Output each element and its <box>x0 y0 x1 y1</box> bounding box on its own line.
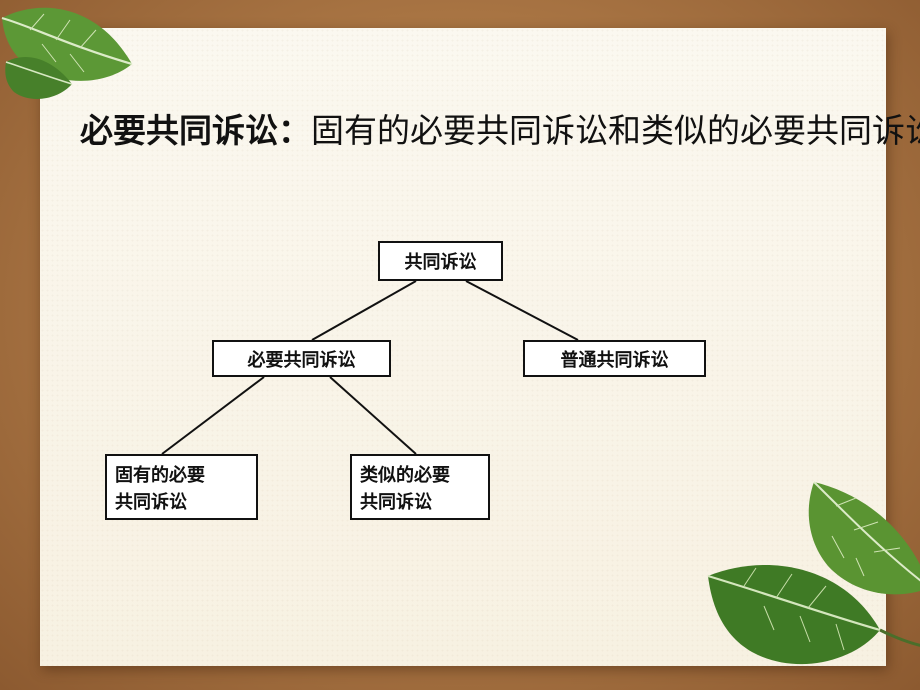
slide-paper <box>40 28 886 666</box>
headline-separator: ： <box>278 111 311 150</box>
connector-root-right <box>465 280 579 341</box>
headline-lead: 必要共同诉讼 <box>80 111 278 150</box>
leaf-top-left-icon <box>1 7 133 99</box>
connector-root-left <box>311 280 417 341</box>
leaf-bottom-right-icon <box>707 481 920 665</box>
headline-rest: 固有的必要共同诉讼和类似的必要共同诉讼 <box>311 111 920 150</box>
node-leaf-left: 固有的必要共同诉讼 <box>105 454 258 520</box>
slide-headline: 必要共同诉讼：固有的必要共同诉讼和类似的必要共同诉讼 <box>58 104 920 158</box>
node-root: 共同诉讼 <box>378 241 503 281</box>
node-leaf-right-label: 类似的必要共同诉讼 <box>360 465 450 513</box>
connector-mid-leafleft <box>161 376 265 455</box>
node-mid-left: 必要共同诉讼 <box>212 340 391 377</box>
connector-mid-leafright <box>329 376 417 455</box>
node-leaf-right: 类似的必要共同诉讼 <box>350 454 490 520</box>
node-root-label: 共同诉讼 <box>404 252 477 273</box>
node-leaf-left-label: 固有的必要共同诉讼 <box>115 465 205 513</box>
node-mid-left-label: 必要共同诉讼 <box>247 349 356 371</box>
node-mid-right: 普通共同诉讼 <box>523 340 706 377</box>
node-mid-right-label: 普通共同诉讼 <box>560 349 669 371</box>
